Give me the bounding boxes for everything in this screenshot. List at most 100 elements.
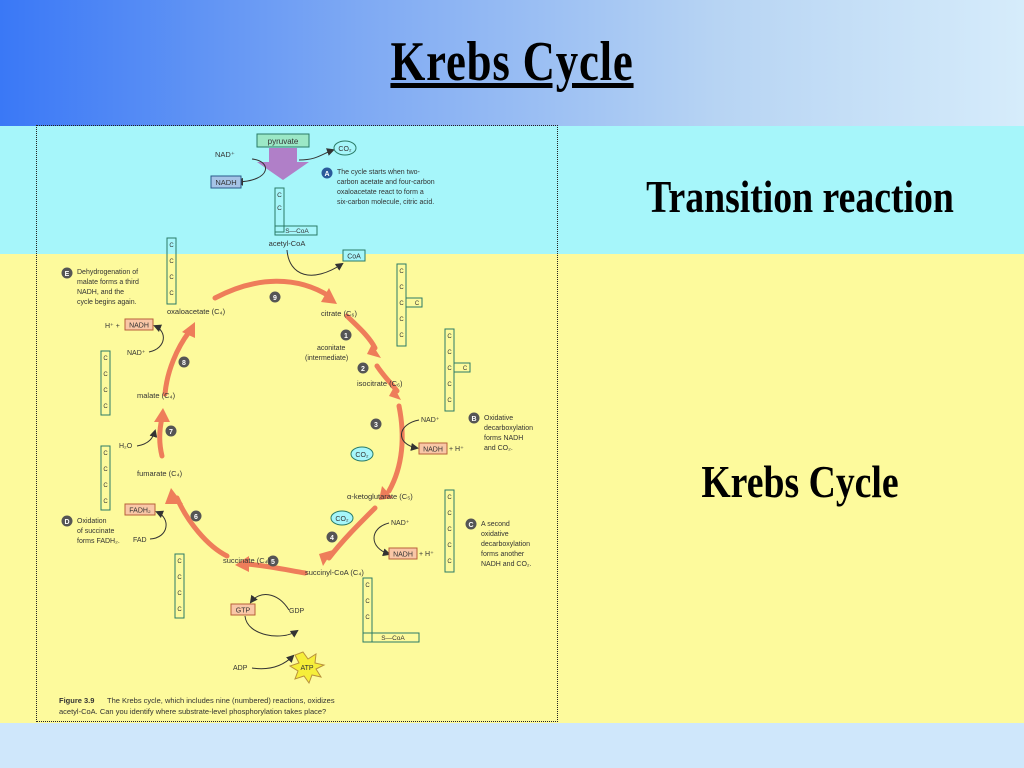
nadh-top-label: NADH — [215, 178, 236, 187]
arrow-step7 — [157, 415, 165, 459]
caption-label: Figure 3.9 — [59, 696, 94, 705]
note-c-line2: oxidative — [481, 531, 509, 538]
note-b-line2: decarboxylation — [484, 425, 533, 432]
badge-a-letter: A — [324, 171, 329, 178]
krebs-cycle-label: Krebs Cycle — [701, 456, 899, 507]
step-4: 4 — [330, 535, 334, 542]
nad-step4-label: NAD⁺ — [391, 520, 410, 527]
coa-box — [342, 249, 366, 262]
svg-text:C: C — [447, 398, 452, 404]
succinate-chain — [174, 553, 185, 619]
badge-e — [61, 267, 73, 279]
nadh-step4-box — [388, 547, 418, 560]
arrow-step2 — [374, 363, 400, 394]
h2o-label: H₂O — [119, 443, 133, 450]
note-a-line2: carbon acetate and four-carbon — [337, 179, 435, 186]
badge-a — [321, 167, 333, 179]
step-9: 9 — [273, 295, 277, 302]
gtp-box — [230, 603, 256, 616]
svg-text:C: C — [463, 366, 468, 372]
nadh-step3-label: NADH — [423, 447, 443, 454]
arrow-step3 — [386, 403, 405, 494]
svg-text:C: C — [399, 301, 404, 307]
co2-top — [333, 140, 357, 156]
svg-text:C: C — [447, 543, 452, 549]
arrow-step4 — [326, 505, 378, 561]
badge-e-letter: E — [65, 271, 70, 278]
svg-text:C: C — [103, 467, 108, 473]
aconitate-line2: (intermediate) — [305, 355, 348, 362]
aconitate-line1: aconitate — [317, 345, 346, 352]
oxaloacetate-chain — [166, 237, 177, 305]
step-6: 6 — [194, 514, 198, 521]
co2-step3 — [350, 446, 374, 462]
step-1: 1 — [344, 333, 348, 340]
step-8: 8 — [182, 360, 186, 367]
svg-text:C: C — [365, 615, 370, 621]
arrow-step6 — [174, 495, 230, 559]
co2-step3-label: CO₂ — [355, 452, 369, 459]
note-e-line3: NADH, and the — [77, 289, 124, 296]
fad-label: FAD — [133, 537, 147, 544]
succinyl-s-coa: S—CoA — [381, 635, 405, 642]
nadh-step3-box — [418, 442, 448, 455]
svg-text:C: C — [399, 317, 404, 323]
pyruvate-arrow — [257, 148, 309, 180]
nad-top-label: NAD⁺ — [215, 150, 235, 159]
nad-step8-label: NAD⁺ — [127, 350, 146, 357]
nadh-step4-label: NADH — [393, 552, 413, 559]
svg-text:C: C — [177, 559, 182, 565]
isocitrate-label: isocitrate (C₆) — [357, 379, 403, 388]
note-d-line2: of succinate — [77, 528, 114, 535]
h-plus-step4: + H⁺ — [419, 551, 434, 558]
bottom-band — [0, 723, 1024, 768]
atp-burst — [288, 651, 326, 685]
svg-text:C: C — [103, 388, 108, 394]
caption-line2: acetyl-CoA. Can you identify where subst… — [59, 707, 326, 716]
note-c-line4: forms another — [481, 551, 525, 558]
note-e-line4: cycle begins again. — [77, 299, 137, 306]
svg-text:C: C — [399, 333, 404, 339]
krebs-cycle-diagram: pyruvate NAD⁺ NADH CO₂ A The cycle start… — [59, 133, 533, 716]
malate-chain — [100, 350, 111, 416]
oxaloacetate-label: oxaloacetate (C₄) — [167, 307, 226, 316]
yellow-band — [0, 254, 1024, 723]
h-plus-step8: H⁺ + — [105, 323, 120, 330]
nadh-step8-box — [124, 318, 154, 331]
svg-text:C: C — [177, 591, 182, 597]
step-badges: 9 1 2 3 4 5 6 7 8 — [165, 291, 382, 567]
acetyl-c2: C — [277, 205, 282, 212]
arrow-step9 — [212, 278, 332, 301]
nad-step3-label: NAD⁺ — [421, 417, 440, 424]
svg-text:C: C — [365, 583, 370, 589]
gtp-label: GTP — [236, 608, 251, 615]
svg-text:C: C — [103, 404, 108, 410]
malate-label: malate (C₄) — [137, 391, 176, 400]
note-b-line4: and CO₂. — [484, 445, 513, 452]
svg-text:C: C — [447, 382, 452, 388]
svg-text:C: C — [103, 451, 108, 457]
gdp-label: GDP — [289, 608, 305, 615]
svg-text:C: C — [415, 301, 420, 307]
svg-text:C: C — [447, 559, 452, 565]
svg-text:C: C — [103, 499, 108, 505]
svg-text:C: C — [447, 350, 452, 356]
nadh-step8-label: NADH — [129, 323, 149, 330]
note-d-line3: forms FADH₂. — [77, 538, 120, 545]
coa-label: CoA — [347, 254, 361, 261]
krebs-cycle-figure: pyruvate NAD⁺ NADH CO₂ A The cycle start… — [36, 125, 558, 722]
ketoglutarate-chain — [444, 489, 455, 573]
svg-text:C: C — [399, 269, 404, 275]
nadh-top-box — [210, 175, 242, 189]
co2-step4 — [330, 510, 354, 526]
svg-text:C: C — [447, 511, 452, 517]
transition-reaction-label: Transition reaction — [646, 171, 954, 222]
svg-text:C: C — [447, 527, 452, 533]
cycle-arrowheads — [154, 288, 401, 572]
cyan-band — [0, 126, 1024, 254]
acetyl-carbon-chain — [274, 187, 285, 233]
note-a-line1: The cycle starts when two- — [337, 169, 421, 176]
svg-text:C: C — [169, 275, 174, 281]
slide-title: Krebs Cycle — [390, 31, 634, 93]
svg-text:C: C — [169, 259, 174, 265]
